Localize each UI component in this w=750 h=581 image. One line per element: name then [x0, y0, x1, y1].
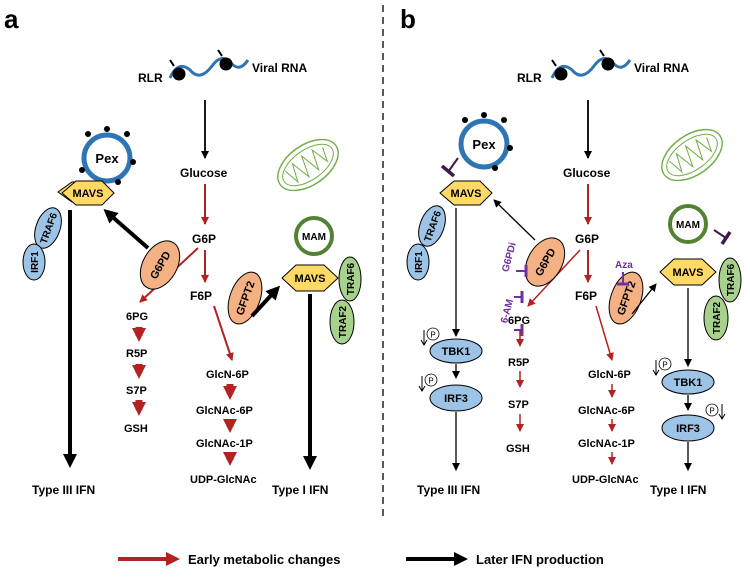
phospho-irf3-right-icon: P [705, 403, 726, 420]
traf2-node: TRAF2 [329, 299, 355, 345]
g6pd-node: G6PD [139, 240, 181, 290]
irf3-right-node: IRF3 [661, 414, 715, 442]
viral-rna-label: Viral RNA [252, 61, 307, 75]
svg-text:TRAF2: TRAF2 [338, 305, 349, 338]
mavs-left-node-b: MAVS [439, 180, 493, 206]
glucose-label: Glucose [180, 166, 228, 180]
phospho-irf3-left-icon: P [418, 373, 438, 392]
udp-glcnac-label: UDP-GlcNAc [190, 474, 257, 486]
glcnac1p-label: GlcNAc-1P [196, 438, 253, 450]
g6pd-node-b: G6PD [524, 237, 566, 287]
mitochondria-icon [267, 128, 349, 202]
gfpt2-node-b: GFPT2 [608, 271, 644, 325]
svg-text:P: P [709, 407, 714, 416]
udp-glcnac-label-b: UDP-GlcNAc [572, 474, 639, 486]
aza-label: Aza [615, 260, 633, 271]
pex-node: Pex [79, 126, 136, 185]
svg-text:TRAF6: TRAF6 [726, 263, 737, 296]
mam-inhibit-icon [713, 229, 732, 245]
irf1-node-b: IRF1 [406, 243, 430, 281]
glcnac6p-label-b: GlcNAc-6P [578, 405, 635, 417]
pex-node-b: Pex [458, 112, 513, 171]
svg-text:Pex: Pex [472, 137, 496, 152]
s7p-label-b: S7P [508, 399, 529, 411]
tbk1-left-node: TBK1 [429, 338, 483, 364]
type3-ifn-label: Type III IFN [32, 483, 95, 497]
r5p-label: R5P [126, 348, 147, 360]
rlr-icon-b [550, 49, 632, 81]
legend-later-label: Later IFN production [476, 552, 604, 567]
irf3-left-node: IRF3 [429, 384, 483, 412]
glcn6p-label: GlcN-6P [206, 369, 249, 381]
rlr-label-b: RLR [517, 71, 542, 85]
svg-text:IRF3: IRF3 [676, 423, 700, 435]
svg-text:TRAF2: TRAF2 [712, 301, 723, 334]
mavs-right-node: MAVS [281, 264, 339, 292]
svg-text:IRF3: IRF3 [444, 393, 468, 405]
f6p-label-b: F6P [575, 289, 597, 303]
gsh-label-b: GSH [506, 443, 530, 455]
panel-a-letter: a [4, 4, 19, 34]
traf6-left-node-b: TRAF6 [418, 205, 446, 247]
am6-inhibit-icon-1 [514, 291, 524, 303]
svg-text:Pex: Pex [95, 151, 119, 166]
s7p-label: S7P [126, 385, 147, 397]
svg-text:IRF1: IRF1 [30, 251, 41, 273]
rlr-icon [168, 49, 250, 81]
type3-ifn-label-b: Type III IFN [417, 483, 480, 497]
type1-ifn-label-b: Type I IFN [650, 483, 706, 497]
legend: Early metabolic changes Later IFN produc… [118, 552, 604, 567]
glucose-label-b: Glucose [563, 166, 611, 180]
f6p-label: F6P [190, 289, 212, 303]
svg-text:MAVS: MAVS [295, 273, 326, 285]
panel-b: b RLR Viral RNA Glucose G6P F6P GlcN-6P … [400, 4, 742, 497]
traf6-right-node: TRAF6 [338, 256, 362, 302]
tbk1-right-node: TBK1 [661, 369, 715, 395]
svg-text:G6PDi: G6PDi [500, 241, 518, 273]
svg-text:TBK1: TBK1 [442, 346, 471, 358]
r5p-label-b: R5P [508, 357, 529, 369]
phospho-tbk1-right-icon: P [652, 357, 672, 376]
pg6-label: 6PG [126, 311, 148, 323]
legend-early-label: Early metabolic changes [188, 552, 340, 567]
g6p-label-b: G6P [575, 232, 599, 246]
g6pdi-inhibitor: G6PDi [500, 241, 518, 273]
svg-text:TBK1: TBK1 [674, 377, 703, 389]
panel-a: a RLR Viral RNA Glucose G6P F6P GlcN-6P … [4, 4, 362, 497]
aza-inhibit-icon [617, 272, 629, 286]
mitochondria-icon-b [651, 118, 733, 192]
gfpt2-node: GFPT2 [227, 271, 263, 325]
svg-text:P: P [430, 331, 435, 340]
traf2-node-b: TRAF2 [703, 295, 729, 341]
type1-ifn-label: Type I IFN [272, 483, 328, 497]
traf6-right-node-b: TRAF6 [718, 257, 742, 303]
viral-rna-label-b: Viral RNA [634, 61, 689, 75]
pex-inhibit-icon [440, 157, 459, 178]
pg6-label-b: 6PG [508, 315, 530, 327]
svg-text:MAVS: MAVS [73, 188, 104, 200]
mavs-right-node-b: MAVS [659, 258, 717, 286]
svg-text:P: P [662, 361, 667, 370]
svg-text:MAVS: MAVS [451, 188, 482, 200]
glcnac1p-label-b: GlcNAc-1P [578, 438, 635, 450]
svg-text:TRAF6: TRAF6 [346, 262, 357, 295]
mam-node: MAM [294, 216, 334, 256]
svg-text:P: P [428, 377, 433, 386]
mam-node-b: MAM [668, 204, 708, 244]
glcnac6p-label: GlcNAc-6P [196, 405, 253, 417]
phospho-tbk1-left-icon: P [420, 327, 440, 346]
panel-b-letter: b [400, 4, 416, 34]
mavs-left-node: MAVS [57, 180, 115, 206]
svg-text:MAM: MAM [676, 220, 700, 231]
svg-text:IRF1: IRF1 [414, 251, 425, 273]
svg-text:MAVS: MAVS [673, 267, 704, 279]
g6p-label: G6P [192, 232, 216, 246]
g6pdi-inhibit-icon [516, 265, 528, 277]
irf1-node: IRF1 [22, 243, 46, 281]
glcn6p-label-b: GlcN-6P [588, 369, 631, 381]
svg-text:MAM: MAM [302, 232, 326, 243]
rlr-label: RLR [138, 71, 163, 85]
gsh-label: GSH [124, 423, 148, 435]
